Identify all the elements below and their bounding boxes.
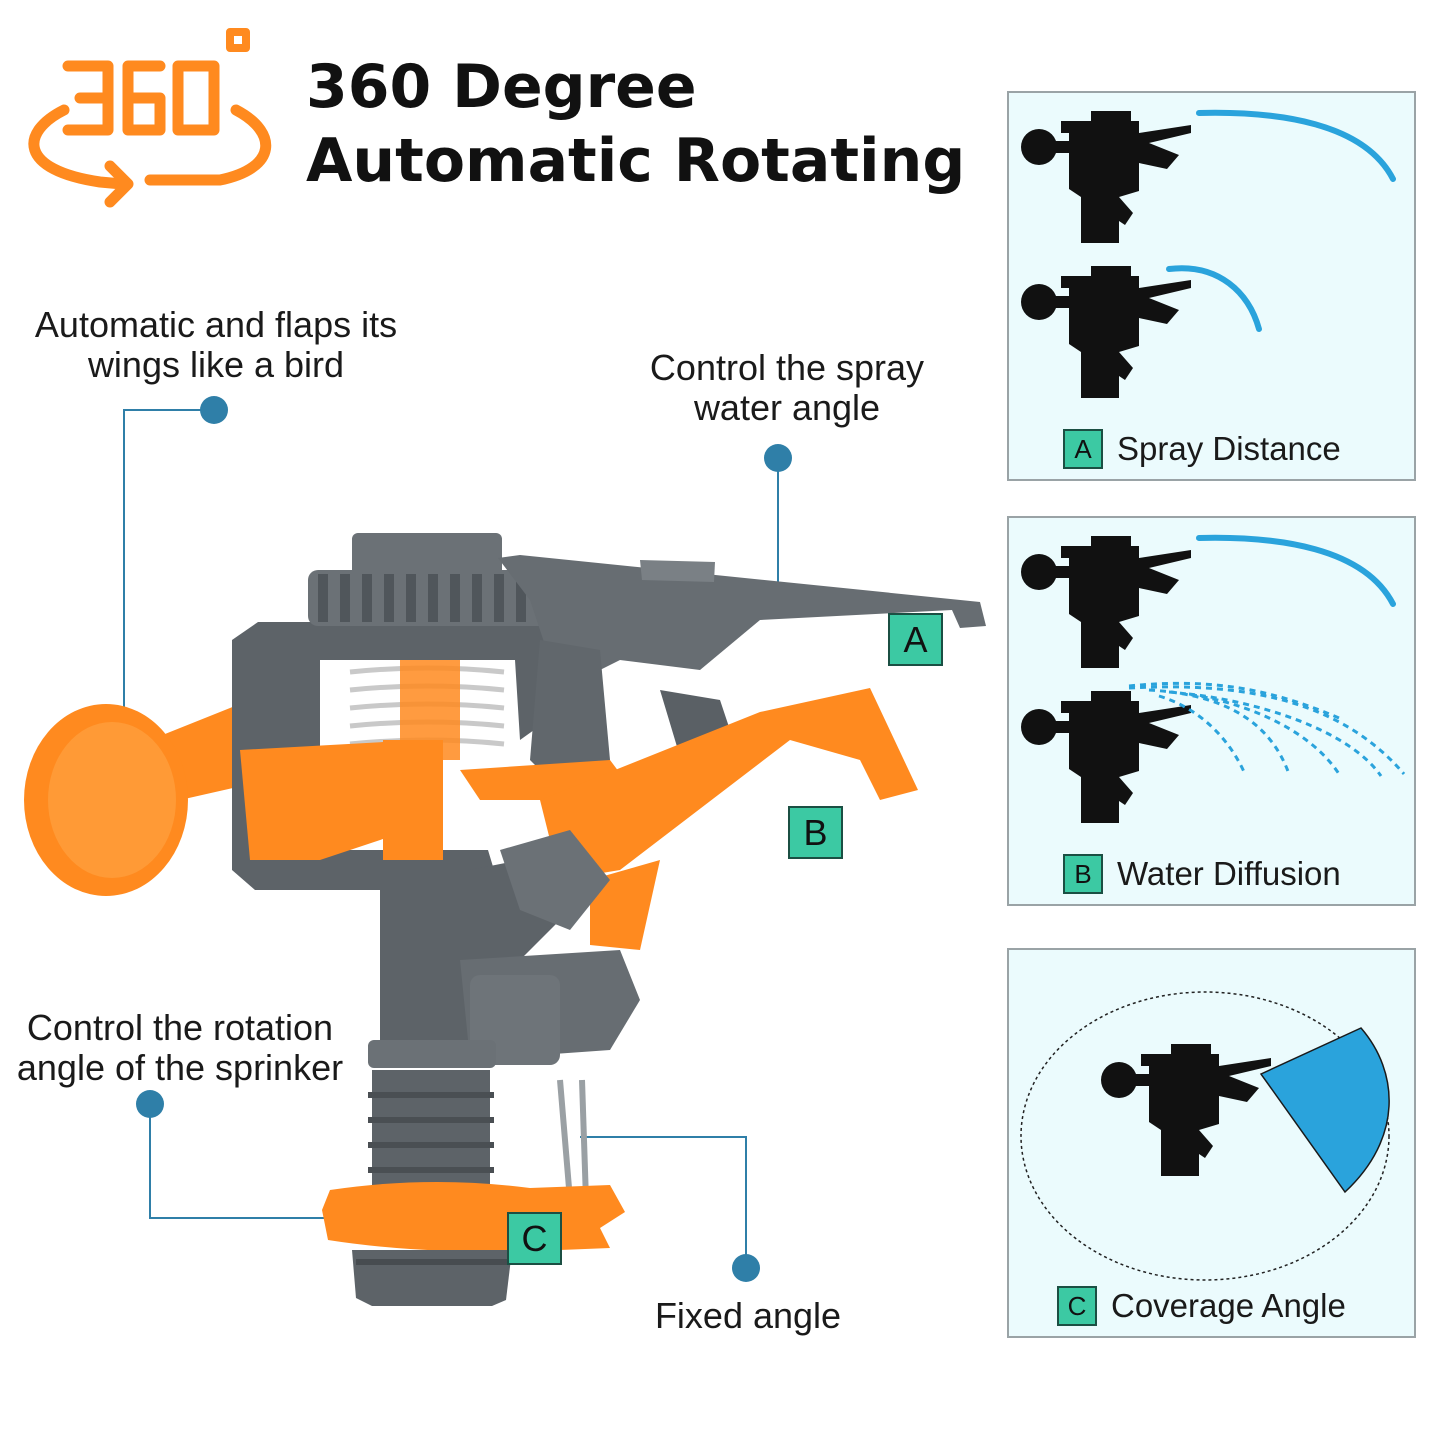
sprinkler-silhouette-icon: [1101, 1044, 1271, 1176]
leader-dot-fixed: [732, 1254, 760, 1282]
panel-coverage-angle: C Coverage Angle: [1007, 948, 1416, 1338]
leader-fixed: [580, 1136, 747, 1268]
sprinkler-silhouette-icon: [1021, 536, 1191, 668]
callout-rotation-line-2: angle of the sprinker: [16, 1047, 344, 1088]
panel-a-label: A Spray Distance: [1063, 429, 1341, 469]
panel-a-badge: A: [1063, 429, 1103, 469]
label-b-badge: B: [788, 806, 843, 859]
callout-spray-line-1: Control the spray: [649, 347, 925, 388]
coverage-angle-figure: [1020, 991, 1390, 1281]
callout-spray-angle: Control the spray water angle: [632, 348, 942, 428]
panel-b-text: Water Diffusion: [1117, 855, 1341, 892]
title-line-2: Automatic Rotating: [306, 126, 966, 196]
rotation-360-icon: [28, 28, 271, 208]
page-title: 360 Degree Automatic Rotating: [306, 50, 965, 198]
sprinkler-frame: [232, 533, 986, 890]
leader-dot-rotation: [136, 1090, 164, 1118]
panel-water-diffusion: B Water Diffusion: [1007, 516, 1416, 906]
leader-dot-wings: [200, 396, 228, 424]
callout-wings: Automatic and flaps its wings like a bir…: [16, 305, 416, 385]
leader-wings: [123, 409, 214, 765]
label-a-badge: A: [888, 613, 943, 666]
sprinkler-silhouette-icon: [1021, 691, 1191, 823]
panel-b-label: B Water Diffusion: [1063, 854, 1341, 894]
lower-stem: [368, 1040, 589, 1201]
base-collar: [322, 1181, 625, 1252]
callout-fixed-angle: Fixed angle: [654, 1295, 842, 1336]
panel-b-badge: B: [1063, 854, 1103, 894]
callout-rotation-line-1: Control the rotation: [26, 1007, 334, 1048]
callout-wings-line-2: wings like a bird: [87, 344, 345, 385]
panel-spray-distance: A Spray Distance: [1007, 91, 1416, 481]
rocker-arm: [240, 688, 918, 950]
leader-dot-spray: [764, 444, 792, 472]
bottom-nut: [352, 1250, 512, 1306]
panel-c-label: C Coverage Angle: [1057, 1286, 1346, 1326]
counterweight-disc: [24, 700, 268, 896]
title-line-1: 360 Degree: [306, 52, 697, 122]
spray-distance-figure: [1021, 109, 1396, 398]
panel-c-badge: C: [1057, 1286, 1097, 1326]
sprinkler-silhouette-icon: [1021, 266, 1191, 398]
callout-spray-line-2: water angle: [693, 387, 881, 428]
panel-c-text: Coverage Angle: [1111, 1287, 1346, 1324]
sprinkler-silhouette-icon: [1021, 111, 1191, 243]
callout-rotation-angle: Control the rotation angle of the sprink…: [10, 1008, 350, 1088]
sprinkler-illustration: [24, 396, 986, 1306]
callout-wings-line-1: Automatic and flaps its: [34, 304, 398, 345]
label-c-badge: C: [507, 1212, 562, 1265]
panel-a-text: Spray Distance: [1117, 430, 1341, 467]
water-diffusion-figure: [1021, 534, 1406, 823]
